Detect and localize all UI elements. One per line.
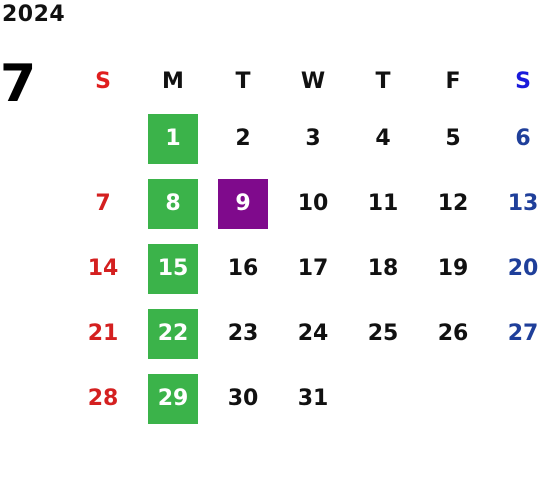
day-number[interactable]: 13 — [507, 191, 539, 216]
day-number — [78, 114, 128, 164]
day-number[interactable]: 28 — [87, 386, 119, 411]
day-number[interactable]: 5 — [445, 126, 461, 151]
day-number[interactable]: 15 — [148, 243, 198, 294]
day-cell: 23 — [208, 301, 278, 366]
day-number[interactable]: 19 — [437, 256, 469, 281]
day-number[interactable]: 14 — [87, 256, 119, 281]
day-cell — [488, 366, 548, 431]
day-number[interactable]: 2 — [235, 126, 251, 151]
day-number[interactable]: 4 — [375, 126, 391, 151]
year-label: 2024 — [2, 2, 66, 27]
day-number[interactable]: 1 — [148, 113, 198, 164]
day-cell: 21 — [68, 301, 138, 366]
day-cell: 16 — [208, 236, 278, 301]
day-number[interactable]: 7 — [95, 191, 111, 216]
day-number[interactable]: 27 — [507, 321, 539, 346]
weekday-header-friday: F — [445, 68, 461, 94]
weekday-header-tuesday: T — [235, 68, 251, 94]
day-number — [358, 374, 408, 424]
weekday-header-sunday: S — [95, 68, 111, 94]
day-cell: 2 — [208, 106, 278, 171]
day-cell: 6 — [488, 106, 548, 171]
day-number[interactable]: 30 — [227, 386, 259, 411]
day-cell: 20 — [488, 236, 548, 301]
day-number[interactable]: 21 — [87, 321, 119, 346]
day-cell: 18 — [348, 236, 418, 301]
day-cell: 12 — [418, 171, 488, 236]
day-cell: 3 — [278, 106, 348, 171]
month-number: 7 — [0, 54, 37, 114]
day-number[interactable]: 9 — [218, 178, 268, 229]
day-number[interactable]: 31 — [297, 386, 329, 411]
day-cell — [418, 366, 488, 431]
weekday-header-wednesday: W — [300, 68, 326, 94]
day-number — [428, 374, 478, 424]
day-cell: 30 — [208, 366, 278, 431]
day-cell: 24 — [278, 301, 348, 366]
day-cell: 27 — [488, 301, 548, 366]
day-number[interactable]: 8 — [148, 178, 198, 229]
day-number[interactable]: 29 — [148, 373, 198, 424]
day-number[interactable]: 25 — [367, 321, 399, 346]
day-cell: 7 — [68, 171, 138, 236]
day-number[interactable]: 24 — [297, 321, 329, 346]
weekday-header-thursday: T — [375, 68, 391, 94]
day-cell: 9 — [208, 171, 278, 236]
weekday-header-saturday: S — [515, 68, 531, 94]
day-number[interactable]: 20 — [507, 256, 539, 281]
day-cell: 1 — [138, 106, 208, 171]
day-number[interactable]: 12 — [437, 191, 469, 216]
day-number[interactable]: 17 — [297, 256, 329, 281]
day-cell: 19 — [418, 236, 488, 301]
day-cell: 28 — [68, 366, 138, 431]
day-cell: 11 — [348, 171, 418, 236]
day-cell: 14 — [68, 236, 138, 301]
day-number[interactable]: 11 — [367, 191, 399, 216]
day-number[interactable]: 16 — [227, 256, 259, 281]
day-cell: 26 — [418, 301, 488, 366]
day-number[interactable]: 6 — [515, 126, 531, 151]
day-cell: 22 — [138, 301, 208, 366]
day-cell: 25 — [348, 301, 418, 366]
day-cell: 31 — [278, 366, 348, 431]
day-cell: 17 — [278, 236, 348, 301]
day-number[interactable]: 18 — [367, 256, 399, 281]
weekday-header-monday: M — [162, 68, 184, 94]
day-number[interactable]: 3 — [305, 126, 321, 151]
day-cell — [68, 106, 138, 171]
day-cell — [348, 366, 418, 431]
day-cell: 15 — [138, 236, 208, 301]
day-cell: 5 — [418, 106, 488, 171]
day-cell: 8 — [138, 171, 208, 236]
day-cell: 29 — [138, 366, 208, 431]
day-number[interactable]: 26 — [437, 321, 469, 346]
day-cell: 13 — [488, 171, 548, 236]
day-number[interactable]: 23 — [227, 321, 259, 346]
day-cell: 10 — [278, 171, 348, 236]
day-number[interactable]: 22 — [148, 308, 198, 359]
day-number — [498, 374, 548, 424]
day-cell: 4 — [348, 106, 418, 171]
day-number[interactable]: 10 — [297, 191, 329, 216]
calendar-grid: S M T W T F S 1 2 3 4 5 6 7 8 9 10 11 12… — [68, 56, 548, 431]
